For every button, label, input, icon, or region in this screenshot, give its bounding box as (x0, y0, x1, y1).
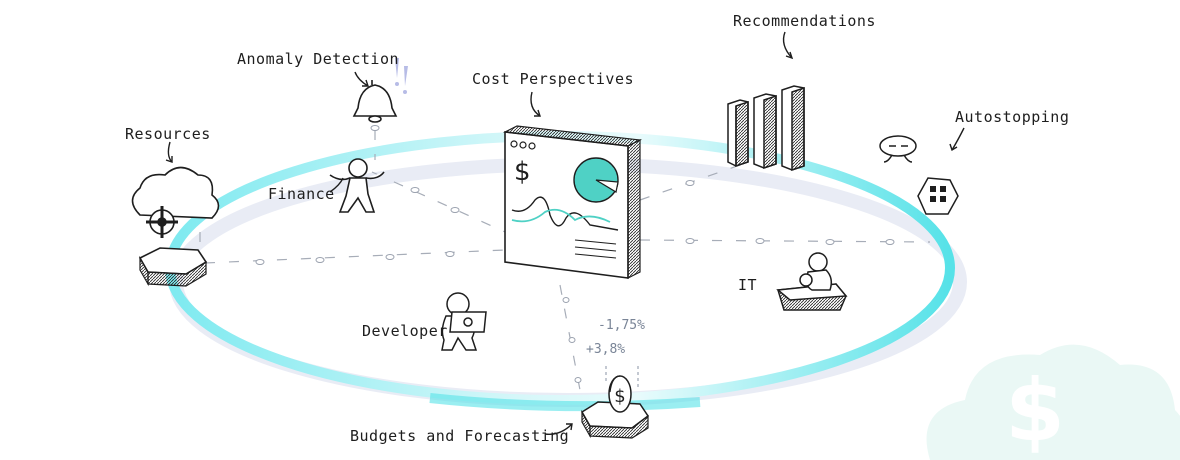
finance-person-icon (329, 158, 385, 213)
label-recommendations: Recommendations (733, 12, 876, 30)
autostopping-icon (879, 135, 959, 215)
label-budgets-and-forecasting: Budgets and Forecasting (350, 427, 570, 445)
resources-cloud-icon (131, 166, 220, 238)
line-chart-accent (511, 208, 611, 223)
label-finance: Finance (268, 185, 335, 203)
forecast-change-down: -1,75% (598, 318, 645, 333)
label-autostopping: Autostopping (955, 108, 1070, 126)
it-person-icon (776, 252, 848, 311)
label-anomaly-detection: Anomaly Detection (237, 50, 400, 68)
cloud-watermark-icon: $ (926, 344, 1180, 460)
forecast-change-up: +3,8% (586, 342, 626, 357)
label-it: IT (738, 276, 758, 294)
exclamation-icon (395, 58, 408, 94)
developer-person-icon (441, 292, 487, 351)
coin-dollar: $ (614, 386, 625, 407)
budget-coin-icon: $ (580, 375, 650, 439)
cost-dashboard: $ (502, 125, 643, 279)
recommendations-bars-icon (727, 85, 805, 172)
resources-platform (138, 247, 208, 287)
label-cost-perspectives: Cost Perspectives (472, 70, 635, 88)
label-resources: Resources (125, 125, 211, 143)
coin-guides (605, 366, 639, 388)
dashboard-dollar: $ (514, 157, 531, 187)
cloud-dollar: $ (1005, 361, 1065, 460)
annotation-arrows (165, 31, 965, 435)
line-chart-dark (511, 196, 619, 231)
connector-dots (255, 125, 895, 383)
bell-icon (352, 80, 398, 123)
label-developer: Developer (362, 322, 448, 340)
